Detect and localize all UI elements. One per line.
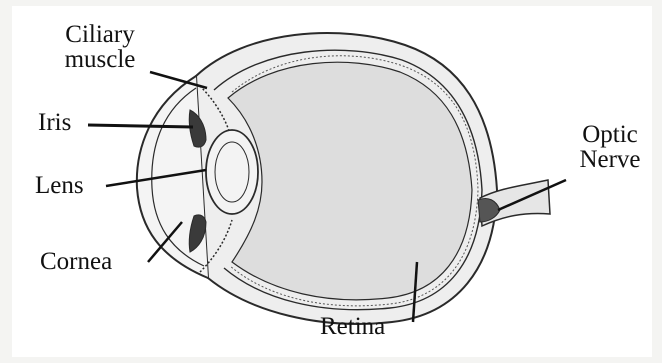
- lens-shape: [206, 130, 258, 214]
- label-cornea: Cornea: [40, 249, 112, 274]
- label-optic-line2: Nerve: [568, 147, 652, 172]
- label-lens: Lens: [35, 173, 84, 198]
- label-optic-line1: Optic: [568, 122, 652, 147]
- vitreous-body: [228, 62, 472, 300]
- label-ciliary-line1: Ciliary: [40, 22, 160, 47]
- label-ciliary-line2: muscle: [40, 47, 160, 72]
- leader-iris: [88, 125, 193, 127]
- label-iris: Iris: [38, 110, 71, 135]
- label-ciliary-muscle: Ciliary muscle: [40, 22, 160, 72]
- label-optic-nerve: Optic Nerve: [568, 122, 652, 172]
- label-retina: Retina: [320, 314, 385, 339]
